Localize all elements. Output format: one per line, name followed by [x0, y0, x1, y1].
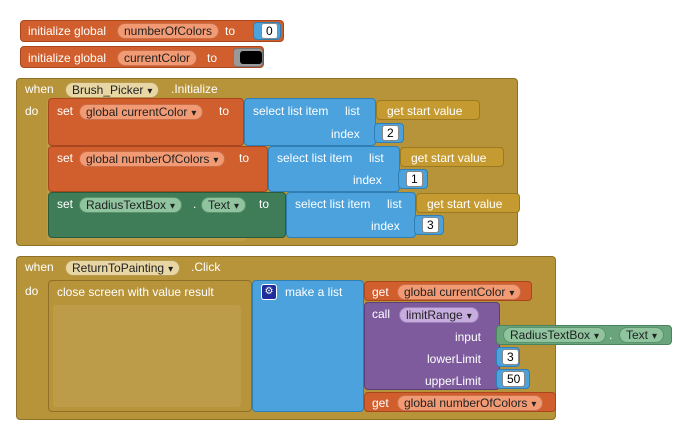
select-list-item-block[interactable]: select list item list index — [268, 146, 400, 192]
init-label: initialize global — [28, 24, 107, 38]
close-screen-label: close screen with value result — [57, 285, 214, 299]
select-list-item-label: select list item — [253, 104, 329, 118]
index-input[interactable]: 1 — [406, 171, 423, 187]
var-dropdown[interactable]: global numberOfColors — [79, 151, 226, 167]
list-label: list — [345, 104, 360, 118]
index-input[interactable]: 3 — [422, 217, 439, 233]
set-number-of-colors-block[interactable]: set global numberOfColors to — [48, 146, 268, 192]
color-swatch[interactable] — [240, 51, 262, 64]
get-start-value-label: get start value — [411, 151, 487, 165]
lower-limit-input[interactable]: 3 — [502, 349, 519, 365]
get-start-value-block[interactable]: get start value — [416, 193, 520, 213]
index-label: index — [371, 219, 400, 233]
component-dropdown[interactable]: RadiusTextBox — [503, 327, 607, 343]
list-label: list — [369, 151, 384, 165]
get-start-value-block[interactable]: get start value — [376, 100, 480, 120]
make-a-list-block[interactable]: ⚙ make a list — [252, 280, 364, 412]
to-label: to — [259, 197, 270, 211]
var-name-field[interactable]: numberOfColors — [117, 23, 220, 39]
var-name-field[interactable]: currentColor — [117, 50, 198, 66]
set-current-color-block[interactable]: set global currentColor to — [48, 98, 244, 146]
property-dropdown[interactable]: Text — [619, 327, 665, 343]
var-dropdown[interactable]: global currentColor — [397, 284, 522, 300]
dot-label: . — [609, 328, 613, 342]
init-current-color-block[interactable]: initialize global currentColor to — [20, 46, 264, 68]
do-label: do — [25, 284, 39, 298]
to-label: to — [239, 151, 250, 165]
var-dropdown[interactable]: global currentColor — [79, 104, 204, 120]
set-label: set — [57, 197, 74, 211]
to-label: to — [225, 24, 236, 38]
get-start-value-block[interactable]: get start value — [400, 147, 504, 167]
mutator-gear-icon[interactable]: ⚙ — [261, 284, 277, 300]
get-label: get — [372, 396, 389, 410]
input-label: input — [454, 330, 481, 344]
to-label: to — [219, 104, 230, 118]
select-list-item-label: select list item — [277, 151, 353, 165]
select-list-item-label: select list item — [295, 197, 371, 211]
make-a-list-label: make a list — [285, 285, 343, 299]
call-limit-range-block[interactable]: call limitRange input lowerLimit upperLi… — [364, 302, 500, 390]
get-start-value-label: get start value — [387, 104, 463, 118]
do-label: do — [25, 104, 39, 118]
when-label: when — [25, 260, 54, 274]
upper-limit-label: upperLimit — [424, 374, 481, 388]
to-label: to — [207, 51, 218, 65]
set-label: set — [57, 104, 74, 118]
component-dropdown[interactable]: ReturnToPainting — [65, 260, 181, 276]
radius-text-getter-block[interactable]: RadiusTextBox . Text — [496, 325, 672, 345]
select-list-item-block[interactable]: select list item list index — [244, 98, 376, 146]
init-number-of-colors-block[interactable]: initialize global numberOfColors to 0 — [20, 20, 284, 42]
index-label: index — [353, 173, 382, 187]
component-dropdown[interactable]: Brush_Picker — [65, 82, 160, 98]
event-label: .Click — [191, 260, 221, 274]
get-current-color-block[interactable]: get global currentColor — [364, 281, 532, 301]
when-label: when — [25, 82, 54, 96]
get-label: get — [372, 285, 389, 299]
property-dropdown[interactable]: Text — [201, 197, 247, 213]
list-label: list — [387, 197, 402, 211]
var-dropdown[interactable]: global numberOfColors — [397, 395, 544, 411]
number-input[interactable]: 0 — [261, 23, 278, 39]
lower-limit-label: lowerLimit — [426, 352, 481, 366]
init-label: initialize global — [28, 51, 107, 65]
set-label: set — [57, 151, 74, 165]
event-label: .Initialize — [171, 82, 218, 96]
call-label: call — [372, 307, 391, 321]
dot-label: . — [193, 197, 197, 211]
upper-limit-input[interactable]: 50 — [502, 371, 526, 387]
select-list-item-block[interactable]: select list item list index — [286, 192, 416, 238]
close-screen-with-value-block[interactable]: close screen with value result — [48, 280, 252, 412]
procedure-dropdown[interactable]: limitRange — [399, 307, 479, 323]
index-label: index — [331, 127, 360, 141]
set-radius-text-block[interactable]: set RadiusTextBox . Text to — [48, 192, 286, 238]
get-start-value-label: get start value — [427, 197, 503, 211]
get-number-of-colors-block[interactable]: get global numberOfColors — [364, 392, 556, 412]
component-dropdown[interactable]: RadiusTextBox — [79, 197, 183, 213]
index-input[interactable]: 2 — [382, 125, 399, 141]
